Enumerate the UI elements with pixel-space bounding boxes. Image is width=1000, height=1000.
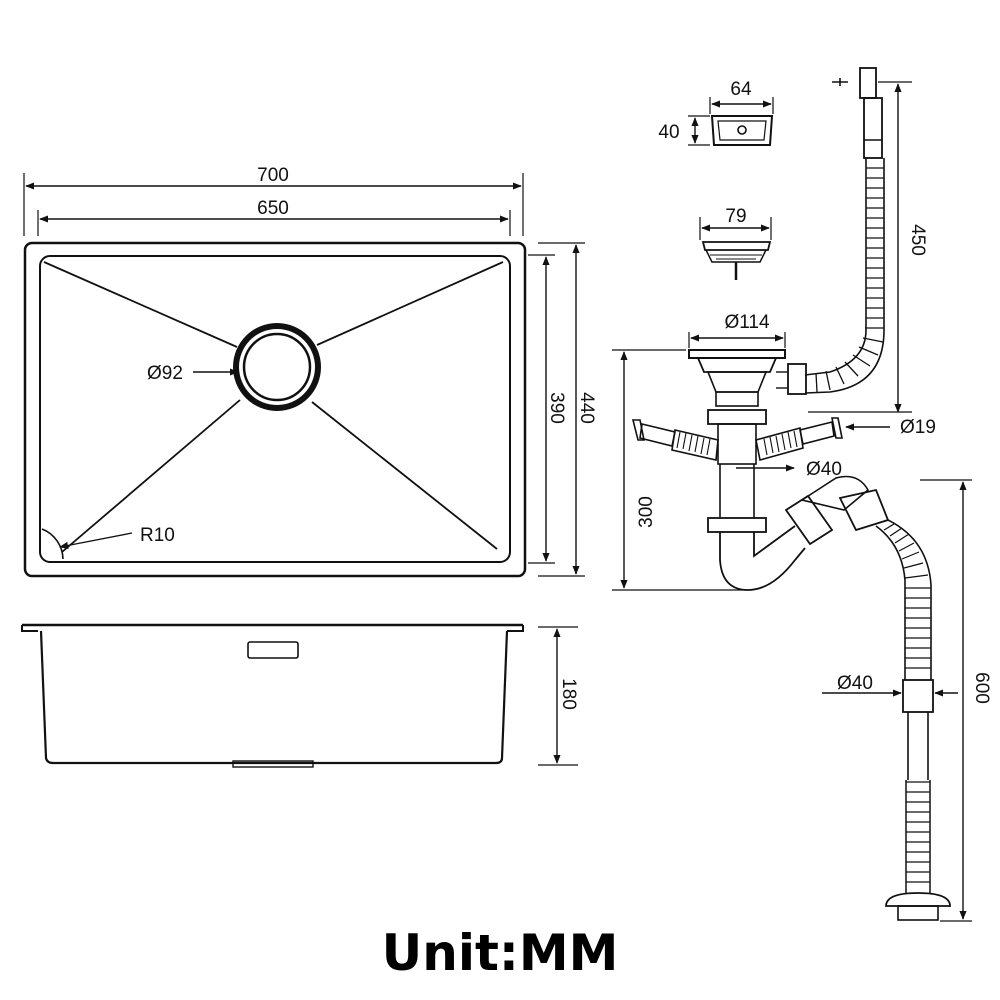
dim-outer-width: 700 <box>257 165 289 186</box>
dim-flange-diameter: Ø114 <box>724 312 770 333</box>
dim-basket-diameter: 79 <box>725 206 746 227</box>
waste-assembly: Ø114 Ø19 Ø40 <box>612 312 936 591</box>
corner-radius-arc <box>41 528 64 560</box>
drain-hole <box>242 332 312 402</box>
branch-right <box>755 417 843 462</box>
sink-bowl-profile <box>39 630 509 765</box>
dim-inner-width: 650 <box>257 198 289 219</box>
dim-depth: 180 <box>558 678 579 710</box>
dim-branch-diameter: Ø19 <box>900 417 936 438</box>
dim-drain-diameter: Ø92 <box>147 363 183 384</box>
slope-line-br <box>311 401 498 550</box>
dim-inner-height: 390 <box>546 392 567 424</box>
outlet-hose-base <box>885 892 951 907</box>
overflow-slot <box>247 641 299 659</box>
strainer-basket: 79 <box>699 206 772 280</box>
overflow-connector <box>787 363 807 395</box>
drain-ring-gap <box>239 329 315 405</box>
drain-bottom <box>232 760 314 768</box>
sink-inner-bowl <box>39 255 511 563</box>
overflow-cover: 64 40 <box>658 79 774 146</box>
sink-top-view: 700 650 390 440 Ø92 R10 <box>23 165 597 578</box>
outlet-hose: Ø40 600 <box>822 479 992 922</box>
dim-trap-diameter: Ø40 <box>806 459 842 480</box>
dim-outer-height: 440 <box>576 392 597 424</box>
outlet-hose-collar <box>902 679 934 713</box>
sink-outer-rim <box>23 241 527 578</box>
slope-line-bl <box>61 399 241 553</box>
dim-corner-radius: R10 <box>140 525 175 546</box>
dim-trap-height: 300 <box>636 496 657 528</box>
slope-line-tl <box>43 261 238 348</box>
dim-overflow-width: 64 <box>730 79 752 100</box>
unit-label: Unit:MM <box>382 924 619 982</box>
branch-left <box>631 419 719 461</box>
dim-overflow-hose-length: 450 <box>907 224 928 256</box>
overflow-hose: 450 <box>804 67 928 413</box>
slope-line-tr <box>316 261 504 346</box>
sink-side-view: 180 <box>21 623 579 768</box>
dim-outlet-hose-length: 600 <box>971 672 992 704</box>
dim-outlet-hose-diameter: Ø40 <box>837 673 873 694</box>
dim-overflow-height: 40 <box>658 122 679 143</box>
